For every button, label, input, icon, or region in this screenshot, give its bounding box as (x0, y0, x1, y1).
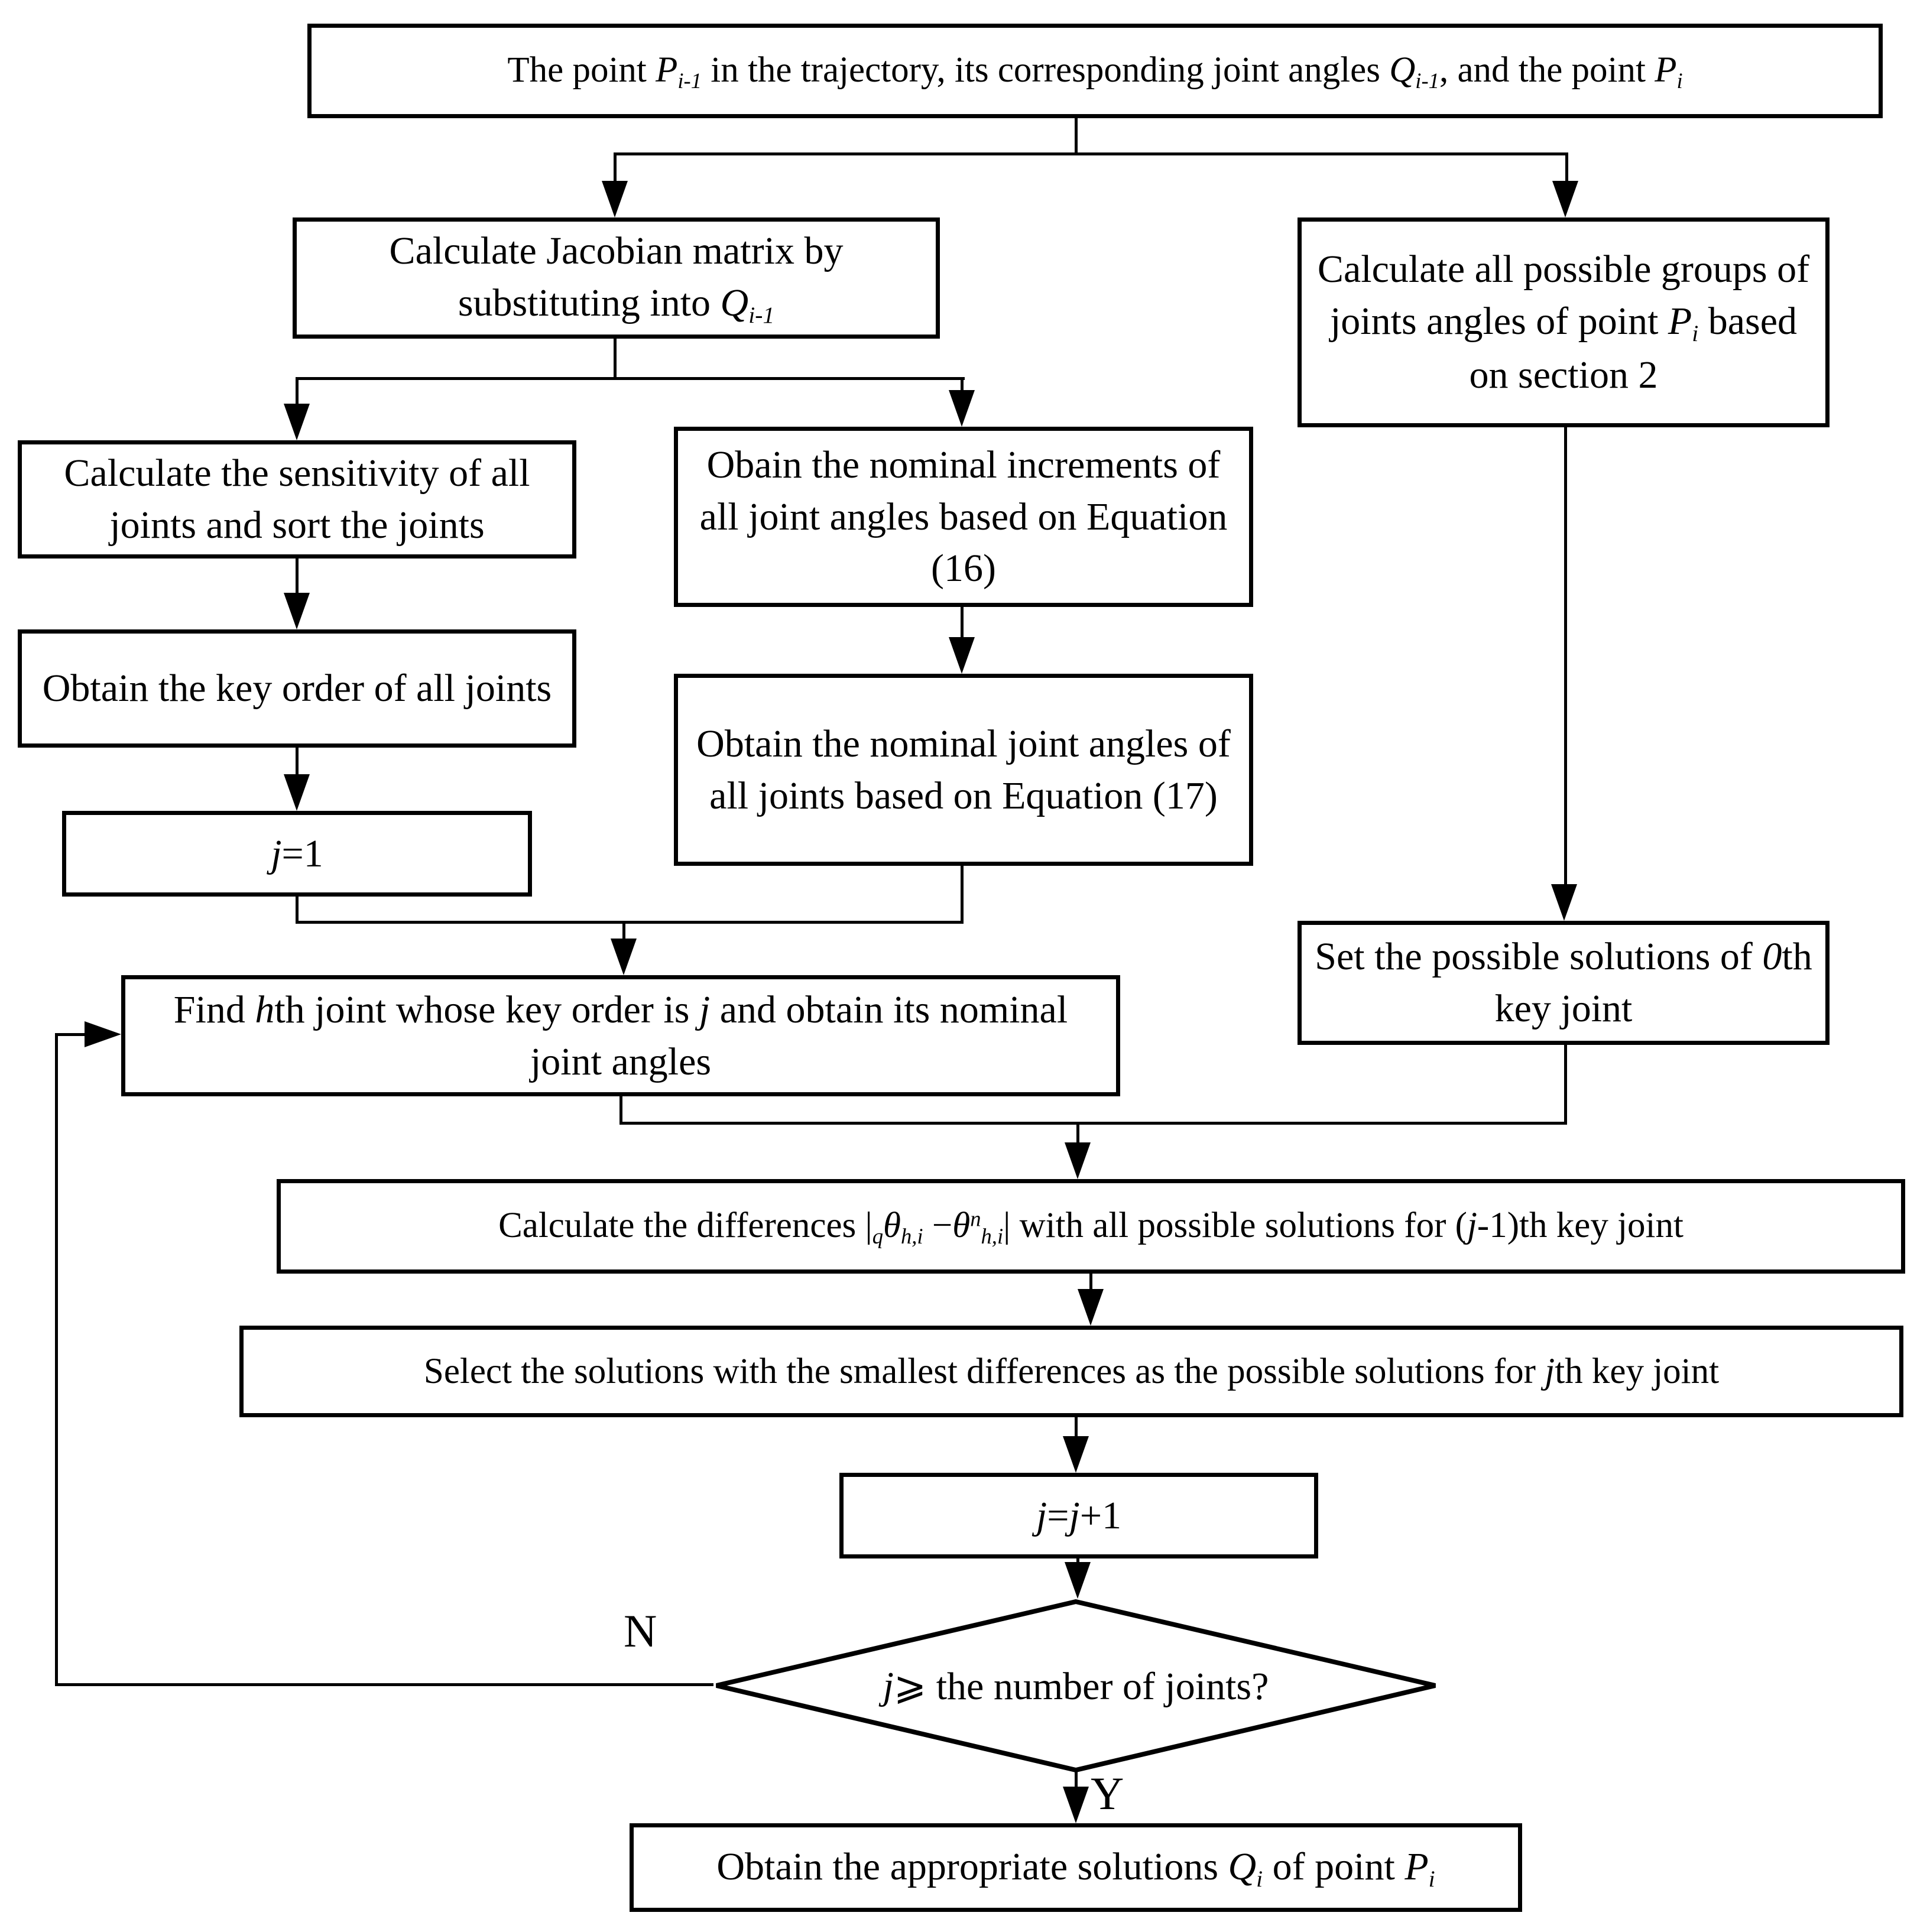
edge-jacobian-down (614, 337, 617, 380)
edge-find-down (619, 1095, 622, 1125)
node-sensitivity-text: Calculate the sensitivity of all joints … (64, 452, 530, 547)
edge-loop-top (55, 1033, 86, 1036)
arrowhead-to-set (1551, 884, 1577, 921)
arrowhead-to-keyorder (284, 593, 310, 629)
arrowhead-to-find (611, 939, 637, 975)
edge-jinit-down (296, 895, 299, 924)
node-find-joint-text: Find hth joint whose key order is j and … (173, 988, 1068, 1083)
arrowhead-loop-to-find (85, 1021, 121, 1047)
edge-to-find (622, 921, 625, 940)
node-key-order-text: Obtain the key order of all joints (42, 667, 552, 710)
arrowhead-to-select (1078, 1289, 1104, 1326)
node-select-solutions: Select the solutions with the smallest d… (239, 1326, 1903, 1417)
edge-incrementj-decision (1076, 1557, 1079, 1564)
arrowhead-to-jinit (284, 774, 310, 811)
arrowhead-to-eq17 (949, 637, 975, 674)
node-set-solutions: Set the possible solutions of 0th key jo… (1298, 921, 1830, 1045)
edge-loop-bottom (55, 1683, 713, 1686)
edge-to-increments (961, 377, 964, 391)
edge-top-split (614, 152, 1568, 155)
node-set-solutions-text: Set the possible solutions of 0th key jo… (1315, 935, 1812, 1030)
node-differences-text: Calculate the differences |qθh,i −θnh,i|… (498, 1206, 1684, 1249)
arrowhead-to-incrementj (1063, 1436, 1089, 1473)
edge-increments-eq17 (961, 606, 964, 638)
label-no: N (624, 1605, 657, 1657)
arrowhead-to-result (1063, 1787, 1089, 1823)
node-decision-text: j ⩾ the number of joints? (883, 1664, 1269, 1708)
edge-eq17-down (961, 865, 964, 924)
node-increments-text: Obain the nominal increments of all join… (699, 443, 1228, 590)
edge-set-down (1564, 1044, 1567, 1125)
decision-diamond-shape (716, 1599, 1436, 1773)
edge-start-down (1075, 117, 1078, 155)
edge-jacobian-split (296, 377, 965, 380)
node-key-order: Obtain the key order of all joints (18, 629, 576, 748)
node-find-joint: Find hth joint whose key order is j and … (121, 975, 1120, 1096)
node-j-init: j=1 (62, 811, 532, 897)
node-jacobian: Calculate Jacobian matrix by substitutin… (293, 217, 940, 339)
edge-groups-set (1564, 426, 1567, 885)
arrowhead-to-jacobian (602, 181, 628, 217)
node-eq17: Obtain the nominal joint angles of all j… (674, 674, 1253, 866)
edge-decision-result (1075, 1772, 1078, 1788)
node-start: The point Pi-1 in the trajectory, its co… (307, 24, 1883, 118)
node-jacobian-text: Calculate Jacobian matrix by substitutin… (389, 229, 844, 328)
node-eq17-text: Obtain the nominal joint angles of all j… (696, 722, 1231, 817)
node-differences: Calculate the differences |qθh,i −θnh,i|… (277, 1179, 1905, 1274)
arrowhead-to-differences (1065, 1142, 1091, 1179)
node-j-init-text: j=1 (271, 832, 323, 875)
edge-loop-vertical (55, 1033, 58, 1686)
arrowhead-to-groups (1552, 181, 1578, 217)
arrowhead-to-increments (949, 390, 975, 427)
edge-to-jacobian (614, 152, 617, 182)
node-decision: j ⩾ the number of joints? (712, 1599, 1439, 1773)
edge-sensitivity-keyorder (296, 557, 299, 594)
node-result-text: Obtain the appropriate solutions Qi of p… (716, 1845, 1435, 1892)
edge-keyorder-jinit (296, 746, 299, 775)
node-groups-text: Calculate all possible groups of joints … (1317, 248, 1810, 397)
edge-differences-select (1089, 1272, 1092, 1290)
edge-select-incrementj (1075, 1416, 1078, 1437)
node-sensitivity: Calculate the sensitivity of all joints … (18, 440, 576, 559)
edge-to-differences (1076, 1122, 1079, 1144)
node-increments: Obain the nominal increments of all join… (674, 427, 1253, 607)
edge-to-sensitivity (296, 377, 299, 405)
node-result: Obtain the appropriate solutions Qi of p… (630, 1823, 1522, 1912)
edge-merge-find (296, 921, 964, 924)
node-select-solutions-text: Select the solutions with the smallest d… (423, 1351, 1720, 1391)
arrowhead-to-decision (1065, 1562, 1091, 1599)
node-increment-j: j=j+1 (839, 1473, 1318, 1558)
edge-merge-differences (619, 1122, 1567, 1125)
node-groups: Calculate all possible groups of joints … (1298, 217, 1830, 427)
node-increment-j-text: j=j+1 (1036, 1493, 1122, 1537)
arrowhead-to-sensitivity (284, 404, 310, 440)
edge-to-groups (1565, 152, 1568, 182)
label-yes: Y (1091, 1768, 1124, 1819)
node-start-text: The point Pi-1 in the trajectory, its co… (507, 50, 1683, 93)
